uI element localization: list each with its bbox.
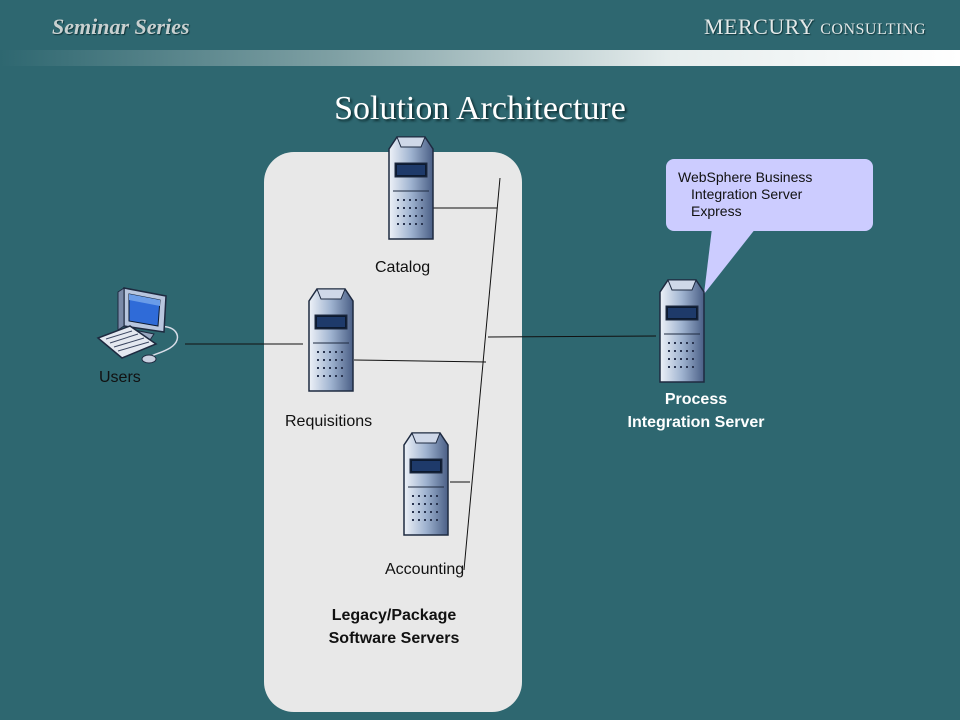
legacy-servers-panel <box>264 152 522 712</box>
legacy-label-line-2: Software Servers <box>328 630 460 647</box>
company-main: MERCURY <box>703 14 815 39</box>
websphere-callout: WebSphere Business Integration Server Ex… <box>666 159 873 231</box>
process-integration-server-icon <box>659 279 705 383</box>
process-server-link <box>487 335 657 338</box>
catalog-server-icon <box>388 136 434 240</box>
process-label-line-2: Integration Server <box>627 414 765 431</box>
process-integration-server-label: Process Integration Server <box>596 388 796 434</box>
callout-pointer <box>704 228 756 294</box>
callout-line-1: WebSphere Business <box>678 169 813 185</box>
legacy-servers-label: Legacy/Package Software Servers <box>294 604 494 650</box>
process-label-line-1: Process <box>664 391 728 408</box>
header-company: MERCURY CONSULTING <box>704 14 926 40</box>
accounting-label: Accounting <box>385 561 465 578</box>
callout-line-3: Express <box>691 203 742 219</box>
bus-line <box>463 177 501 571</box>
company-small: CONSULTING <box>820 21 926 38</box>
accounting-server-icon <box>403 432 449 536</box>
header-series: Seminar Series <box>52 14 190 39</box>
slide-title: Solution Architecture <box>334 90 626 127</box>
header-gradient-bar <box>0 50 960 66</box>
legacy-label-line-1: Legacy/Package <box>331 607 457 624</box>
users-label: Users <box>99 369 141 386</box>
requisitions-link <box>353 359 487 363</box>
requisitions-server-icon <box>308 288 354 392</box>
catalog-label: Catalog <box>375 259 431 276</box>
users-computer-icon <box>96 287 179 364</box>
callout-line-2: Integration Server <box>691 186 803 202</box>
requisitions-label: Requisitions <box>285 413 373 430</box>
